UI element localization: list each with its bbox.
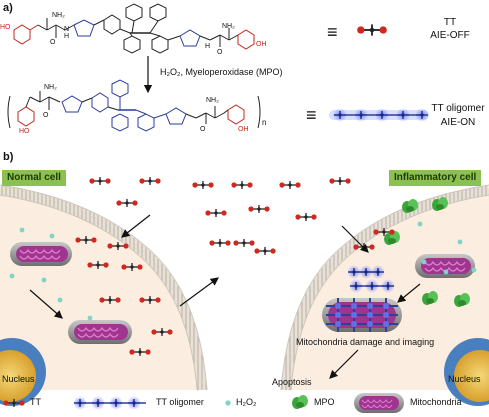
legend-h2o2-label: H₂O₂ (236, 397, 257, 407)
legend-mpo-label: MPO (314, 397, 335, 407)
tt-nh2-right-label: NH₂ (222, 23, 235, 30)
normal-cell-membrane (0, 185, 207, 391)
inflammatory-cell-tag: Inflammatory cell (389, 170, 482, 186)
tt-o-right-label: O (217, 49, 223, 56)
reaction-conditions: H₂O₂, Myeloperoxidase (MPO) (160, 67, 283, 77)
legend-oligomer-icon (72, 395, 146, 411)
repeat-n: n (262, 118, 267, 127)
legend-mpo-icon (292, 395, 308, 409)
panel-a-label: a) (3, 2, 13, 14)
tt-state: AIE-OFF (430, 30, 470, 41)
flow-arrows (29, 214, 421, 379)
mitochondria-normal-2 (68, 320, 132, 344)
nucleus-right-label: Nucleus (448, 374, 481, 384)
panel-b-label: b) (3, 151, 14, 163)
tt-name: TT (443, 17, 457, 28)
normal-cell-tag: Normal cell (2, 170, 66, 186)
tt-equiv-symbol: ≡ (327, 22, 338, 42)
legend-mitochondria-icon (354, 393, 404, 413)
tt-icon-large (356, 23, 388, 37)
oligomer-state: AIE-ON (440, 117, 476, 128)
olig-oh-label: OH (238, 126, 249, 133)
mitochondria-normal-1 (10, 242, 72, 266)
oligomer-name: TT oligomer (431, 103, 485, 114)
tt-o-left-label: O (50, 39, 56, 46)
olig-o-left-label: O (43, 112, 49, 119)
oligomer-cluster (346, 264, 396, 294)
tt-ho-label: HO (0, 24, 11, 31)
tt-h-right-label: H (205, 43, 211, 50)
mitochondria-inflammatory (415, 254, 475, 278)
damage-caption: Mitochondria damage and imaging (296, 337, 435, 347)
oligomer-equiv-symbol: ≡ (306, 105, 317, 125)
legend-tt-label: TT (30, 397, 41, 407)
nucleus-left-label: Nucleus (2, 374, 35, 384)
nucleus-right (444, 338, 489, 406)
olig-nh2-left-label: NH₂ (44, 84, 57, 91)
tt-h-left-label: H (64, 33, 70, 40)
olig-nh2-right-label: NH₂ (206, 97, 219, 104)
legend-oligomer-label: TT oligomer (156, 397, 204, 407)
olig-ho-label: HO (19, 128, 30, 135)
damaged-mitochondria (322, 298, 402, 332)
tt-n-left-label: N (64, 26, 70, 33)
tt-nh2-left-label: NH₂ (52, 12, 65, 19)
legend-mitochondria-label: Mitochondria (410, 397, 462, 407)
oligomer-icon-large (329, 107, 430, 123)
nucleus-left (0, 338, 46, 406)
tt-structure (13, 3, 255, 54)
oligomer-structure (7, 79, 261, 132)
legend-h2o2-icon (225, 400, 231, 406)
olig-o-right-label: O (200, 126, 206, 133)
tt-oh-label: OH (256, 41, 267, 48)
legend (2, 393, 404, 413)
normal-cell-cytoplasm (0, 190, 202, 390)
apoptosis-label: Apoptosis (272, 377, 312, 387)
h2o2-dots (9, 221, 477, 321)
